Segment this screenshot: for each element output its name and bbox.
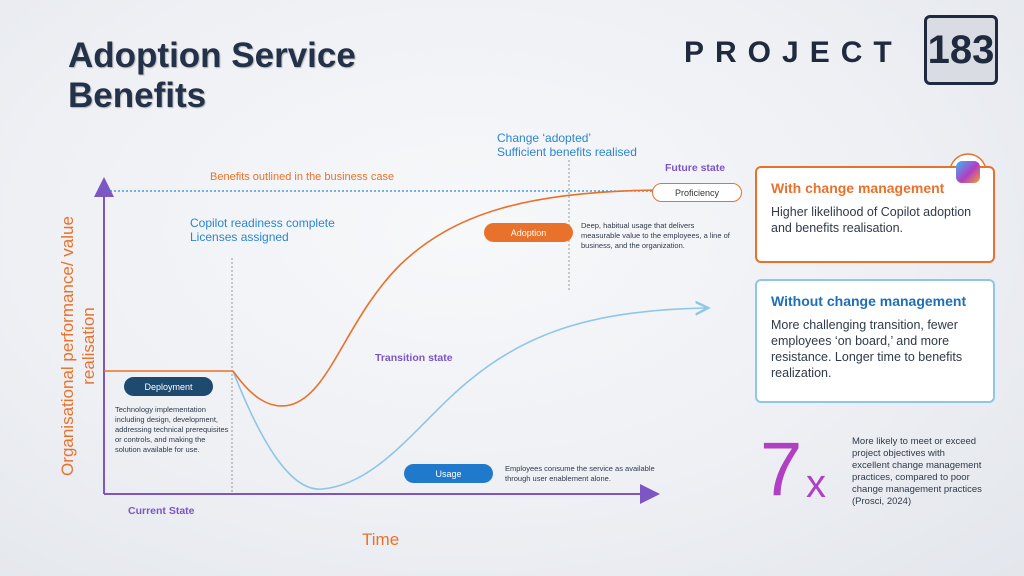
without-change-box: Without change management More challengi… <box>755 279 995 403</box>
with-change-box: With change management Higher likelihood… <box>755 166 995 263</box>
without-change-curve <box>232 308 705 490</box>
copilot-readiness-label: Copilot readiness complete <box>190 216 335 230</box>
change-adopted-label: Change ‘adopted’ <box>497 131 592 145</box>
logo-number: 183 <box>924 15 998 85</box>
with-change-heading: With change management <box>771 180 945 196</box>
deployment-pill: Deployment <box>124 377 213 396</box>
transition-state-label: Transition state <box>375 352 453 364</box>
current-state-label: Current State <box>128 505 195 517</box>
stat-number: 7 <box>760 427 803 512</box>
usage-description: Employees consume the service as availab… <box>505 464 655 483</box>
licenses-label: Licenses assigned <box>190 230 289 244</box>
without-change-heading: Without change management <box>771 293 967 309</box>
stat-suffix: x <box>806 462 826 506</box>
adoption-description: Deep, habitual usage that delivers measu… <box>581 221 730 250</box>
stat-description: More likely to meet or exceed project ob… <box>852 436 982 507</box>
copilot-icon <box>956 161 980 183</box>
without-change-body: More challenging transition, fewer emplo… <box>771 318 963 380</box>
x-axis-label: Time <box>362 530 400 549</box>
benefits-line-label: Benefits outlined in the business case <box>210 171 395 183</box>
future-state-label: Future state <box>665 162 726 174</box>
y-axis-label: Organisational performance/ value realis… <box>58 216 98 476</box>
deployment-description: Technology implementation including desi… <box>115 405 229 454</box>
logo-text: PROJECT <box>684 36 903 69</box>
proficiency-pill: Proficiency <box>652 183 742 202</box>
with-change-body: Higher likelihood of Copilot adoption an… <box>771 205 972 235</box>
page-title: Adoption Service Benefits <box>68 36 356 115</box>
sufficient-benefits-label: Sufficient benefits realised <box>497 145 637 159</box>
with-change-curve <box>232 189 656 407</box>
usage-pill: Usage <box>404 464 493 483</box>
adoption-pill: Adoption <box>484 223 573 242</box>
